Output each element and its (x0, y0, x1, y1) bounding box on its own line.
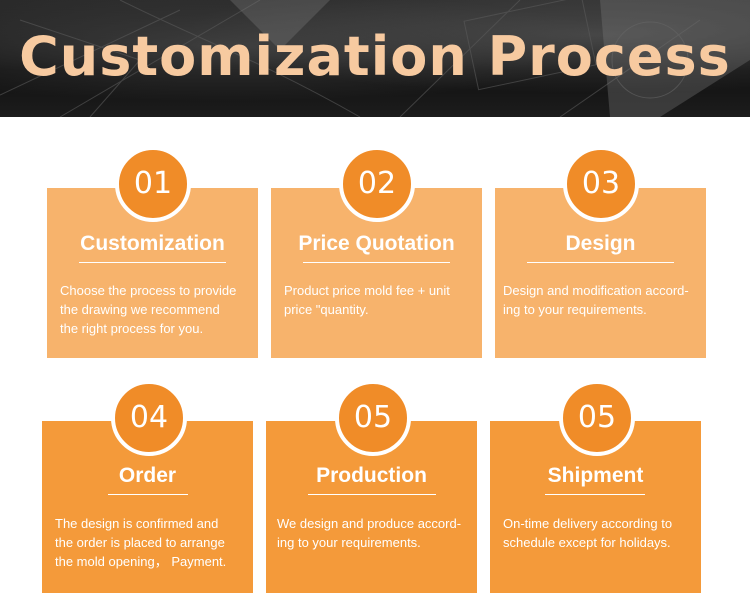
step-description-line: Product price mold fee + unit (284, 283, 450, 298)
step-title: Production (316, 464, 427, 487)
step-description-line: Design and modification accord- (503, 283, 689, 298)
step-card-design: Design Design and modification accord- i… (495, 188, 706, 358)
step-title: Customization (80, 232, 225, 255)
step-title: Order (118, 464, 177, 487)
step-title-underline (79, 262, 226, 263)
step-title-underline (527, 262, 674, 263)
step-description: Design and modification accord- ing to y… (503, 281, 689, 319)
step-description-line: the order is placed to arrange (55, 535, 225, 550)
step-title: Price Quotation (298, 232, 455, 255)
step-description-line: the mold opening， Payment. (55, 554, 227, 569)
step-description: The design is confirmed and the order is… (55, 514, 226, 571)
step-description: On-time delivery according to schedule e… (503, 514, 672, 552)
step-title-underline (308, 494, 436, 495)
step-title-underline (303, 262, 450, 263)
step-description-line: price "quantity. (284, 302, 369, 317)
step-description-line: the right process for you. (60, 321, 204, 336)
step-title: Shipment (547, 464, 644, 487)
step-description-line: We design and produce accord- (277, 516, 462, 531)
page-title: Customization Process (19, 25, 731, 88)
step-title-underline (545, 494, 645, 495)
step-number-badge: 03 (563, 146, 639, 222)
step-description: We design and produce accord- ing to you… (277, 514, 461, 552)
step-title: Design (565, 232, 636, 255)
step-description: Choose the process to provide the drawin… (60, 281, 236, 338)
header-banner: Customization Process (0, 0, 750, 117)
step-number-badge: 02 (339, 146, 415, 222)
step-description-line: the drawing we recommend (60, 302, 220, 317)
step-description-line: On-time delivery according to (503, 516, 673, 531)
step-description: Product price mold fee + unit price "qua… (284, 281, 450, 319)
step-number-badge: 05 (335, 380, 411, 456)
step-number-badge: 01 (115, 146, 191, 222)
step-title-underline (108, 494, 188, 495)
step-card-customization: Customization Choose the process to prov… (47, 188, 258, 358)
step-number-badge: 04 (111, 380, 187, 456)
step-card-order: Order The design is confirmed and the or… (42, 421, 253, 593)
step-number-badge: 05 (559, 380, 635, 456)
banner-background-texture (0, 0, 750, 117)
step-description-line: ing to your requirements. (277, 535, 421, 550)
step-description-line: Choose the process to provide (60, 283, 237, 298)
step-description-line: schedule except for holidays. (503, 535, 671, 550)
step-description-line: ing to your requirements. (503, 302, 647, 317)
step-description-line: The design is confirmed and (55, 516, 219, 531)
